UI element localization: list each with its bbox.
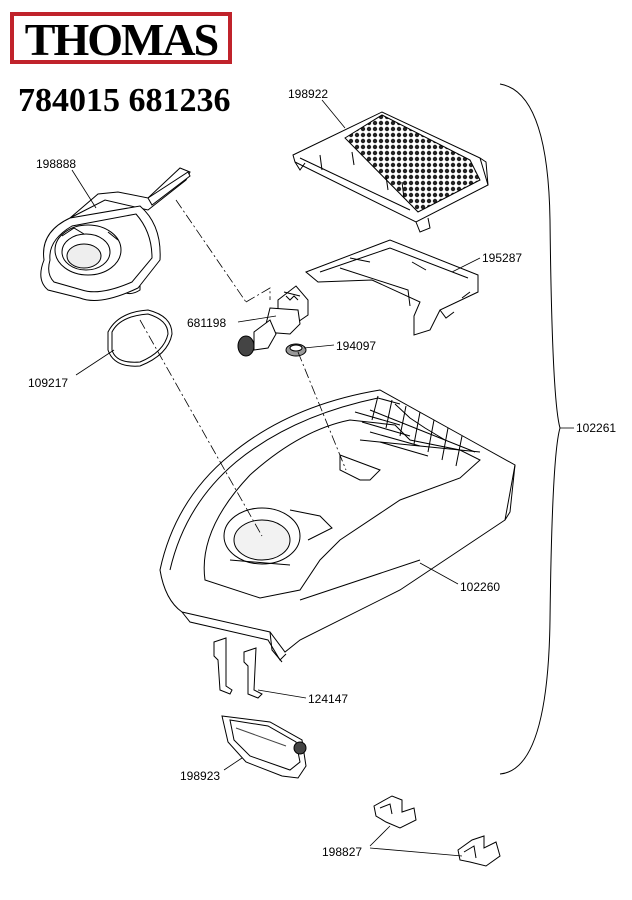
part-195287-frame <box>305 239 479 336</box>
part-109217-gasket <box>107 309 173 367</box>
logo-text: THOMAS <box>24 14 219 65</box>
part-198923-handle <box>221 715 307 779</box>
model-numbers: 784015 681236 <box>18 82 231 119</box>
label-102260: 102260 <box>460 580 500 594</box>
label-124147: 124147 <box>308 692 348 706</box>
part-labels: 198922 198888 195287 681198 194097 10921… <box>28 87 616 859</box>
cover-ribs <box>354 395 463 467</box>
label-681198: 681198 <box>187 316 226 330</box>
part-198827-brackets <box>373 795 501 867</box>
label-198827: 198827 <box>322 845 362 859</box>
part-124147-clips <box>213 637 263 699</box>
part-102260-cover <box>159 389 516 663</box>
label-198923: 198923 <box>180 769 220 783</box>
assembly-brace-102261 <box>499 83 561 775</box>
assembly-guide-lines <box>139 199 347 537</box>
label-109217: 109217 <box>28 376 68 390</box>
part-198888-bag-plate <box>40 167 191 301</box>
thomas-logo: THOMAS <box>10 12 232 65</box>
label-198922: 198922 <box>288 87 328 101</box>
label-102261: 102261 <box>576 421 616 435</box>
leader-lines <box>71 99 574 857</box>
label-194097: 194097 <box>336 339 376 353</box>
label-198888: 198888 <box>36 157 76 171</box>
label-195287: 195287 <box>482 251 522 265</box>
part-194097-button <box>285 343 307 357</box>
part-198922-grille <box>292 111 489 233</box>
part-681198-indicator <box>237 285 309 357</box>
